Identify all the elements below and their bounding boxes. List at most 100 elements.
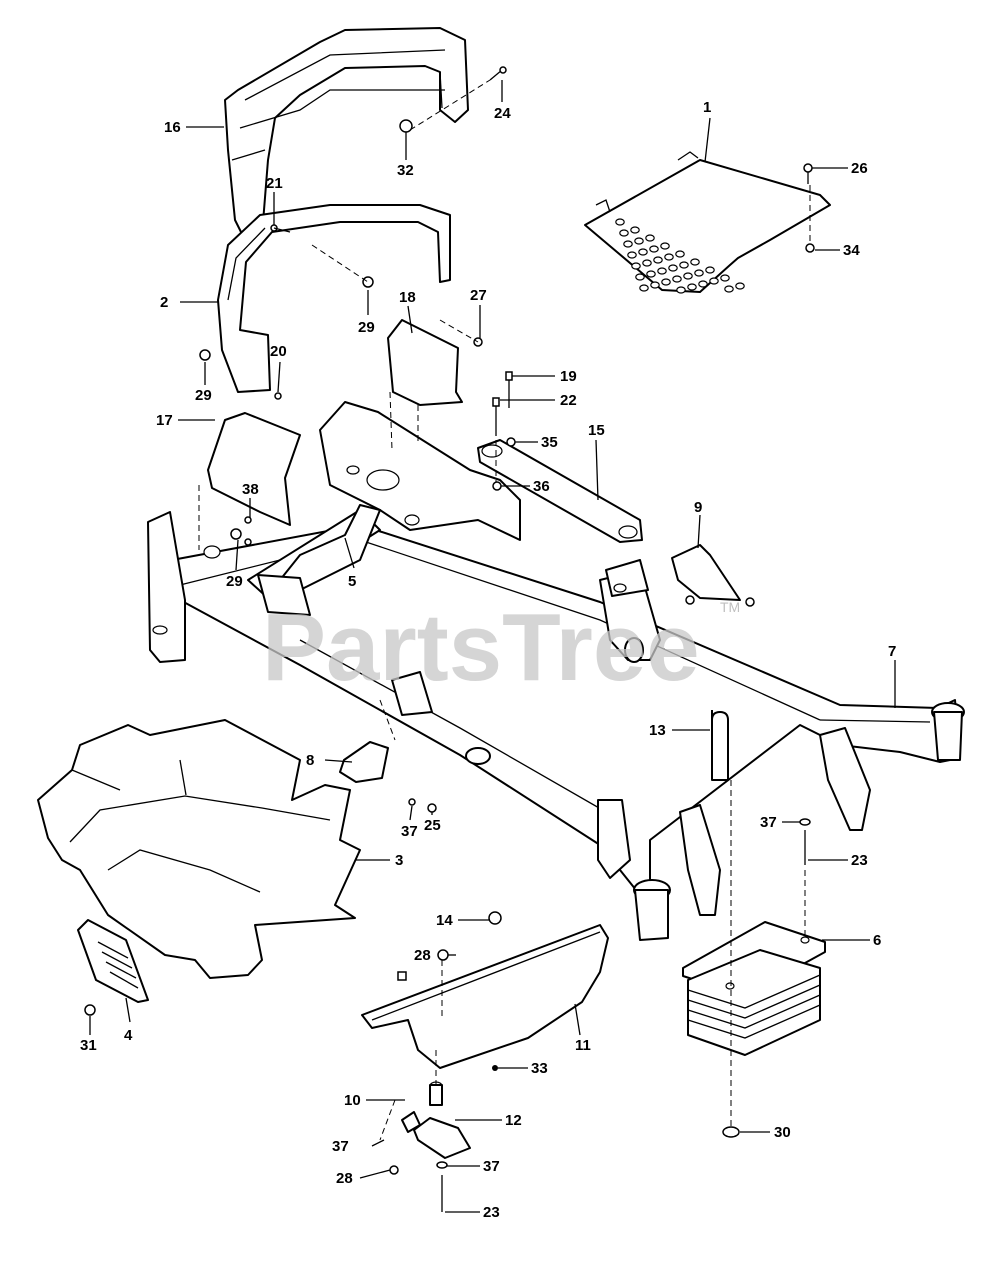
- callout-33[interactable]: 33: [531, 1060, 548, 1077]
- callout-26[interactable]: 26: [851, 160, 868, 177]
- callout-28a[interactable]: 28: [414, 947, 431, 964]
- plate-hole: [709, 277, 719, 285]
- callout-32[interactable]: 32: [397, 162, 414, 179]
- plate-hole: [646, 270, 656, 278]
- plate-hole: [675, 250, 685, 258]
- watermark-text: PartsTree: [262, 594, 700, 701]
- callout-29c[interactable]: 29: [226, 573, 243, 590]
- plate-hole: [664, 253, 674, 261]
- plate-hole: [724, 285, 734, 293]
- part-3-deck-shield[interactable]: [37, 719, 361, 979]
- part-7-main-frame[interactable]: [147, 401, 965, 941]
- part-1-perforations: [615, 218, 745, 294]
- plate-hole: [639, 284, 649, 292]
- plate-hole: [676, 286, 686, 294]
- watermark-trademark: TM: [720, 599, 740, 615]
- plate-hole: [720, 274, 730, 282]
- callout-9[interactable]: 9: [694, 499, 702, 516]
- callout-27[interactable]: 27: [470, 287, 487, 304]
- callout-23b[interactable]: 23: [483, 1204, 500, 1221]
- callout-11[interactable]: 11: [575, 1037, 591, 1054]
- callout-7[interactable]: 7: [888, 643, 896, 660]
- hardware: [84, 66, 815, 1212]
- plate-hole: [698, 280, 708, 288]
- plate-hole: [735, 282, 745, 290]
- callout-37a[interactable]: 37: [760, 814, 777, 831]
- part-13-u-bolt[interactable]: [711, 710, 729, 781]
- plate-hole: [627, 251, 637, 259]
- part-16-upper-guard[interactable]: [224, 27, 469, 241]
- callout-38[interactable]: 38: [242, 481, 259, 498]
- plate-hole: [642, 259, 652, 267]
- part-8-bracket[interactable]: [339, 741, 389, 783]
- callout-20[interactable]: 20: [270, 343, 287, 360]
- plate-hole: [661, 278, 671, 286]
- callout-16[interactable]: 16: [164, 119, 181, 136]
- plate-hole: [635, 273, 645, 281]
- callout-2[interactable]: 2: [160, 294, 168, 311]
- callout-29b[interactable]: 29: [195, 387, 212, 404]
- callout-13[interactable]: 13: [649, 722, 666, 739]
- plate-hole: [705, 266, 715, 274]
- callout-36[interactable]: 36: [533, 478, 550, 495]
- callout-37c[interactable]: 37: [332, 1138, 349, 1155]
- part-11-cover[interactable]: [361, 924, 609, 1069]
- plate-hole: [690, 258, 700, 266]
- callout-19[interactable]: 19: [560, 368, 577, 385]
- plate-hole: [631, 262, 641, 270]
- callout-14[interactable]: 14: [436, 912, 453, 929]
- plate-hole: [623, 240, 633, 248]
- plate-hole: [645, 234, 655, 242]
- plate-hole: [694, 269, 704, 277]
- part-10-spacer[interactable]: [401, 1111, 421, 1133]
- callout-3[interactable]: 3: [395, 852, 403, 869]
- callout-30[interactable]: 30: [774, 1124, 791, 1141]
- part-2-guard-bar[interactable]: [217, 204, 451, 393]
- part-4-vented-cover[interactable]: [77, 919, 149, 1003]
- plate-hole: [638, 248, 648, 256]
- plate-hole: [687, 283, 697, 291]
- callout-23a[interactable]: 23: [851, 852, 868, 869]
- callout-5[interactable]: 5: [348, 573, 356, 590]
- plate-hole: [668, 264, 678, 272]
- callout-37d[interactable]: 37: [483, 1158, 500, 1175]
- callout-8[interactable]: 8: [306, 752, 314, 769]
- plate-hole: [649, 245, 659, 253]
- plate-hole: [679, 261, 689, 269]
- plate-hole: [630, 226, 640, 234]
- assembly-lines: [198, 79, 811, 1141]
- callout-18[interactable]: 18: [399, 289, 416, 306]
- callout-31[interactable]: 31: [80, 1037, 97, 1054]
- callout-22[interactable]: 22: [560, 392, 577, 409]
- part-17-bracket[interactable]: [207, 412, 301, 526]
- plate-hole: [653, 256, 663, 264]
- callout-28b[interactable]: 28: [336, 1170, 353, 1187]
- plate-hole: [683, 272, 693, 280]
- part-18-panel[interactable]: [387, 319, 463, 406]
- callout-1[interactable]: 1: [703, 99, 711, 116]
- callout-25[interactable]: 25: [424, 817, 441, 834]
- plate-hole: [615, 218, 625, 226]
- plate-hole: [619, 229, 629, 237]
- callout-21[interactable]: 21: [266, 175, 283, 192]
- callout-12[interactable]: 12: [505, 1112, 522, 1129]
- callout-37b[interactable]: 37: [401, 823, 418, 840]
- callout-35[interactable]: 35: [541, 434, 558, 451]
- callout-6[interactable]: 6: [873, 932, 881, 949]
- callout-29a[interactable]: 29: [358, 319, 375, 336]
- plate-hole: [660, 242, 670, 250]
- callout-34[interactable]: 34: [843, 242, 860, 259]
- callout-17[interactable]: 17: [156, 412, 173, 429]
- part-6-weight-stack[interactable]: [682, 921, 826, 1056]
- callout-15[interactable]: 15: [588, 422, 605, 439]
- callout-leaders: [89, 80, 896, 1213]
- part-12-bracket[interactable]: [413, 1081, 471, 1159]
- plate-hole: [634, 237, 644, 245]
- callout-4[interactable]: 4: [124, 1027, 133, 1044]
- plate-hole: [672, 275, 682, 283]
- plate-hole: [650, 281, 660, 289]
- callout-24[interactable]: 24: [494, 105, 511, 122]
- callout-labels: 1 2 3 4 5 6 7 8 9 10 11 12 13 14 15 16 1…: [80, 99, 896, 1221]
- callout-10[interactable]: 10: [344, 1092, 361, 1109]
